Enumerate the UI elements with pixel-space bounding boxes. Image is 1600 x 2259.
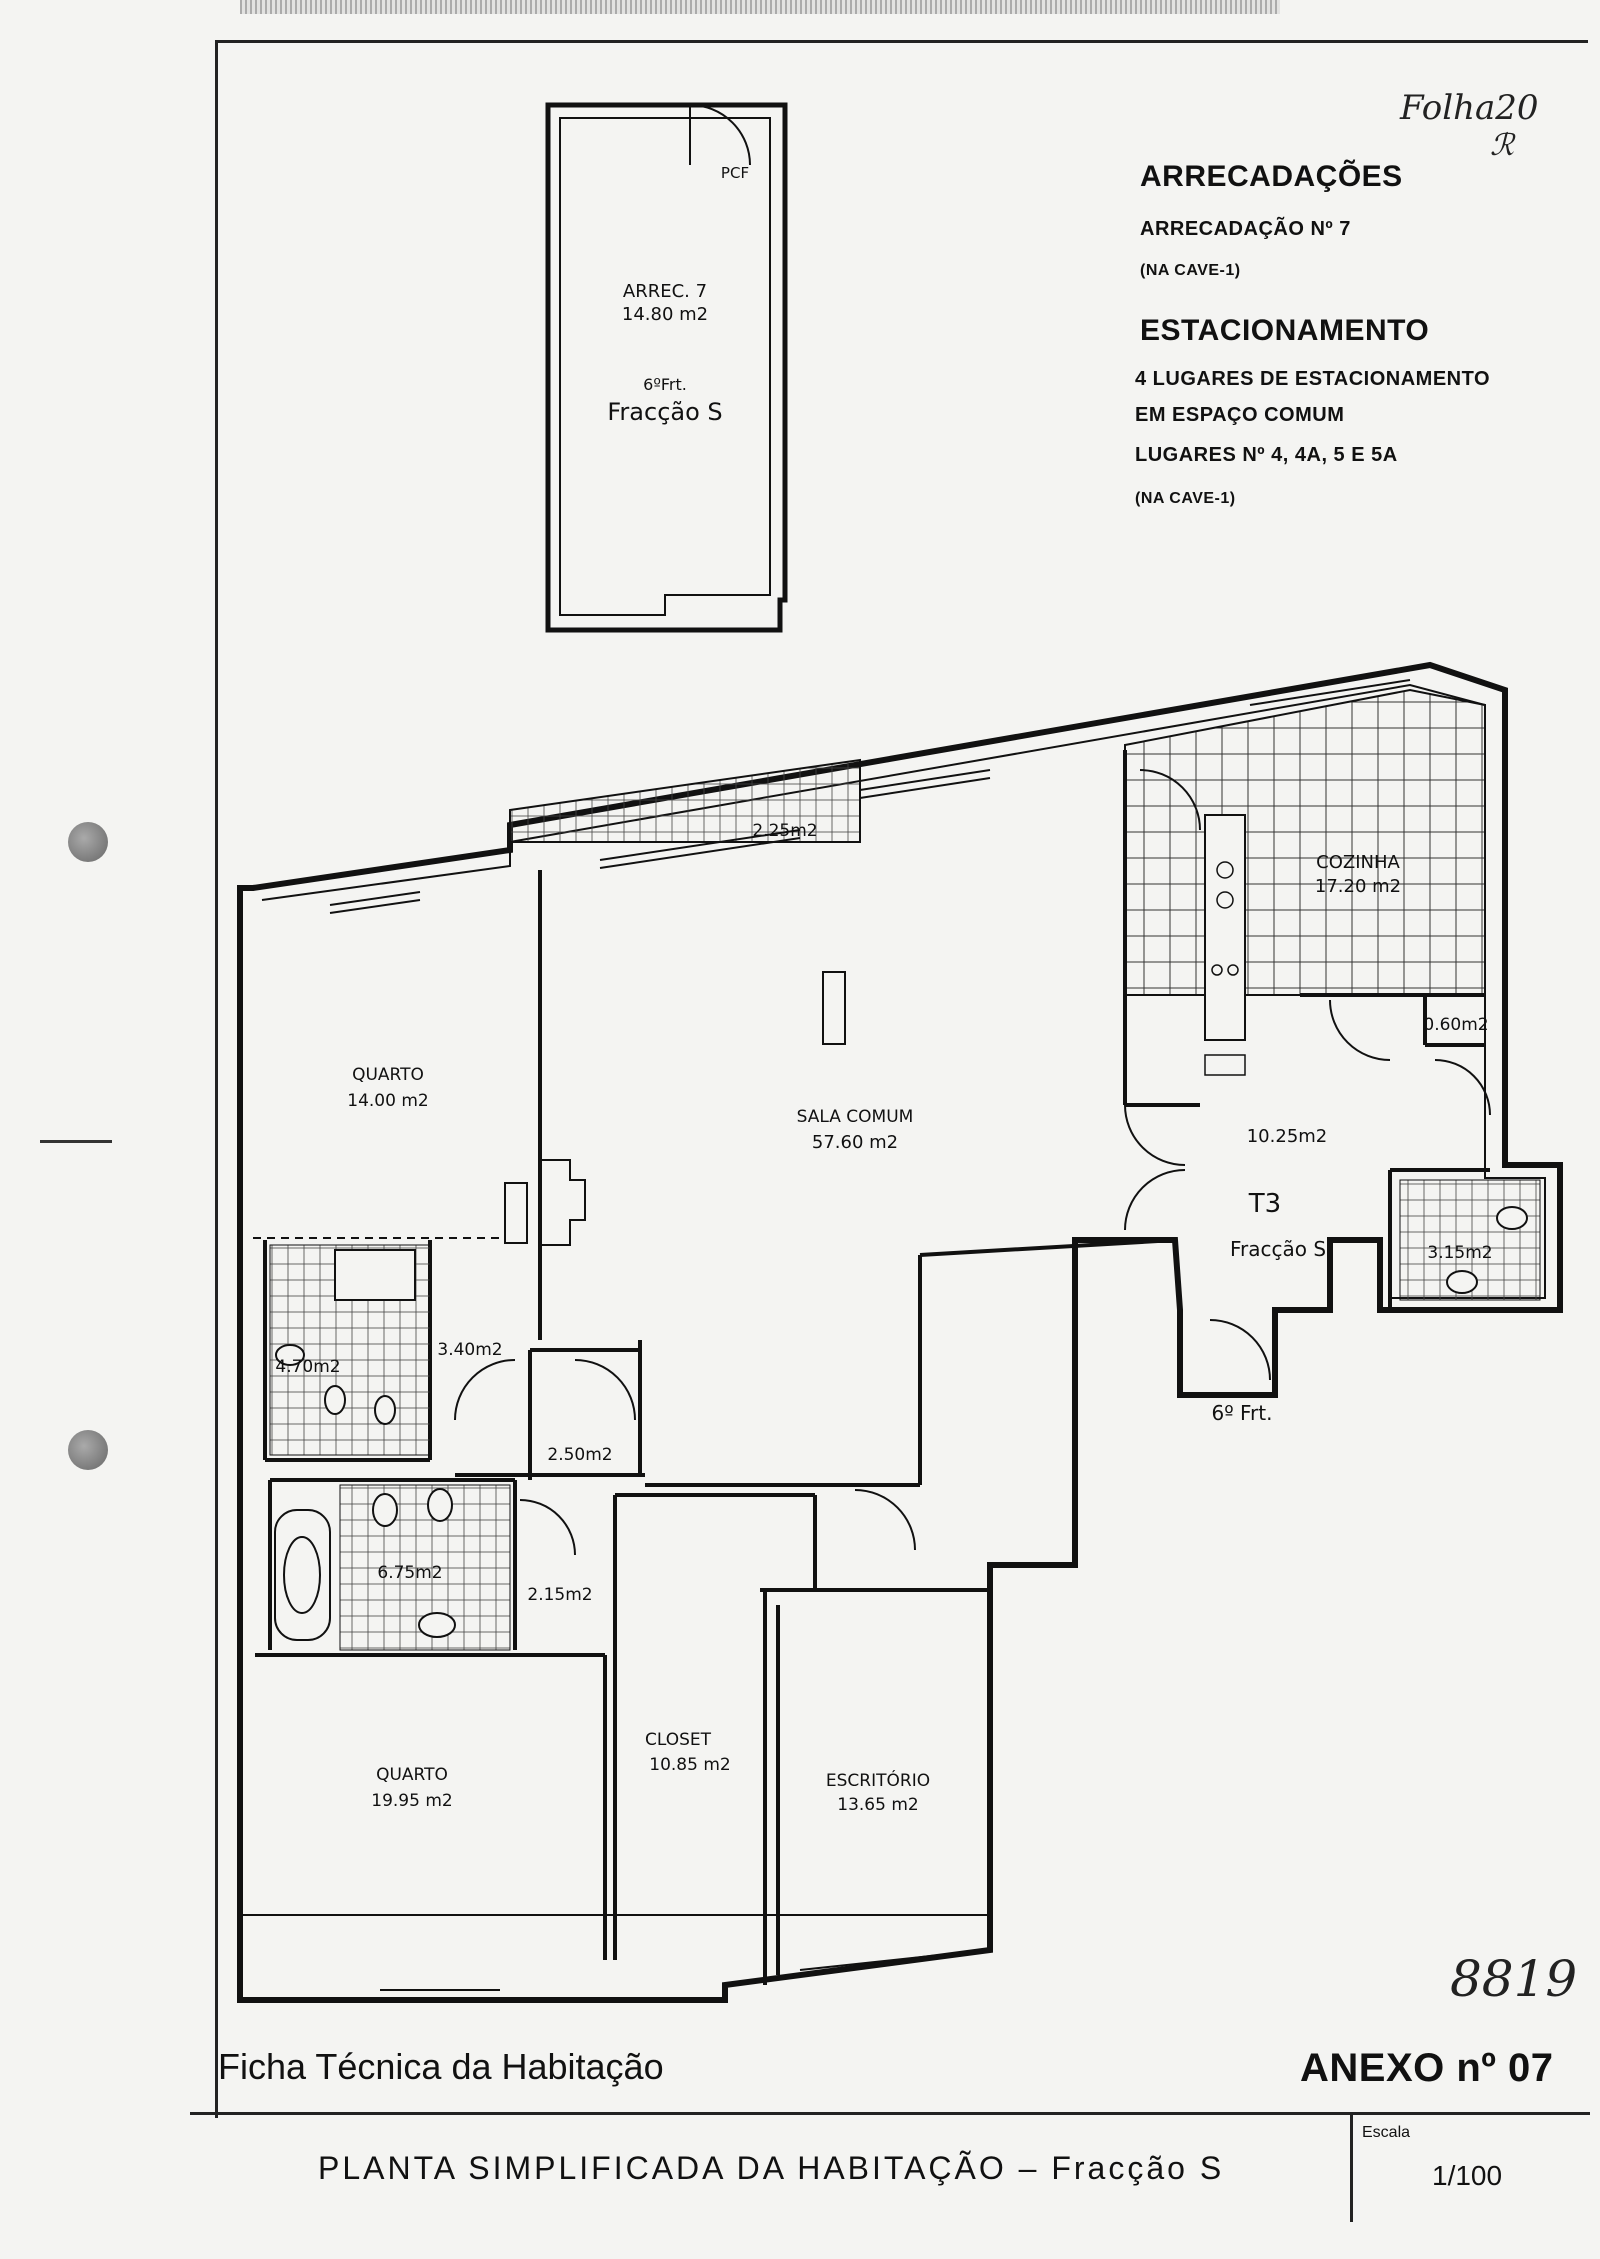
office-name: ESCRITÓRIO	[826, 1769, 930, 1791]
balcony	[509, 758, 861, 843]
wc1-area: 4.70m2	[275, 1357, 340, 1377]
kitchen-area: 17.20 m2	[1315, 876, 1401, 897]
bedroom2-name: QUARTO	[376, 1765, 448, 1785]
estacionamento-line-1: 4 LUGARES DE ESTACIONAMENTO	[1135, 368, 1491, 390]
estacionamento-title: ESTACIONAMENTO	[1140, 314, 1430, 347]
guest-wc-area: 3.15m2	[1427, 1243, 1492, 1263]
arrecadacao-location: (NA CAVE-1)	[1140, 262, 1241, 279]
closet-name: CLOSET	[645, 1730, 712, 1750]
plan-title: PLANTA SIMPLIFICADA DA HABITAÇÃO – Fracç…	[318, 2150, 1225, 2186]
handwritten-folha: Folha20	[1400, 88, 1539, 128]
annex-number: ANEXO nº 07	[1300, 2046, 1554, 2090]
door-swings	[454, 769, 1491, 1556]
corridor1-area: 3.40m2	[437, 1340, 502, 1360]
living-room-name: SALA COMUM	[797, 1107, 914, 1127]
punch-hole	[68, 1430, 108, 1470]
wc2-area: 6.75m2	[377, 1563, 442, 1583]
apartment-floor-label: 6º Frt.	[1212, 1401, 1273, 1425]
corridor2-area: 2.50m2	[547, 1445, 612, 1465]
punch-hole	[68, 822, 108, 862]
closet-area: 10.85 m2	[649, 1755, 730, 1775]
bedroom2-area: 19.95 m2	[371, 1791, 452, 1811]
arrecadacoes-title: ARRECADAÇÕES	[1140, 160, 1403, 193]
living-room-area: 57.60 m2	[812, 1132, 898, 1153]
typology-label: T3	[1248, 1189, 1281, 1219]
interior-walls	[240, 750, 1490, 1985]
bedroom1-area: 14.00 m2	[347, 1091, 428, 1111]
sheet-left-title: Ficha Técnica da Habitação	[218, 2046, 664, 2087]
storage-room	[545, 102, 788, 633]
corridor3-area: 2.15m2	[527, 1585, 592, 1605]
handwritten-number: 8819	[1450, 1950, 1578, 2008]
kitchen-tiles	[1124, 688, 1486, 1076]
fold-mark	[40, 1140, 112, 1143]
estacionamento-line-3: LUGARES Nº 4, 4A, 5 E 5A	[1135, 444, 1398, 466]
apartment-fraction-label: Fracção S	[1230, 1237, 1326, 1261]
footer-divider	[1350, 2112, 1353, 2222]
storage-area: 14.80 m2	[622, 304, 708, 325]
sheet-frame	[215, 40, 1588, 2118]
balcony-area: 2.25m2	[752, 821, 817, 841]
fixtures	[274, 971, 1528, 1641]
footer-rule	[190, 2112, 1590, 2115]
fireplace	[504, 1159, 586, 1246]
room-labels: PCF ARREC. 7 14.80 m2 6ºFrt. Fracção S C…	[275, 164, 1492, 1815]
storage-name: ARREC. 7	[623, 281, 707, 302]
storage-fraction: Fracção S	[607, 398, 722, 426]
scan-edge	[240, 0, 1280, 14]
bedroom1-name: QUARTO	[352, 1065, 424, 1085]
windows	[329, 679, 1411, 1991]
arrecadacao-line: ARRECADAÇÃO Nº 7	[1140, 218, 1351, 240]
pcf-label: PCF	[721, 164, 749, 182]
kitchen-name: COZINHA	[1316, 852, 1400, 873]
handwritten-initial: ℛ	[1490, 128, 1514, 163]
hall-area: 10.25m2	[1247, 1126, 1328, 1147]
estacionamento-line-2: EM ESPAÇO COMUM	[1135, 404, 1345, 426]
storage-floor: 6ºFrt.	[643, 375, 687, 394]
office-area: 13.65 m2	[837, 1795, 918, 1815]
scale-value: 1/100	[1432, 2160, 1503, 2191]
scale-label: Escala	[1362, 2124, 1411, 2141]
pantry-area: 0.60m2	[1423, 1015, 1488, 1035]
estacionamento-location: (NA CAVE-1)	[1135, 490, 1236, 507]
bathroom-tiles	[269, 1179, 1541, 1651]
